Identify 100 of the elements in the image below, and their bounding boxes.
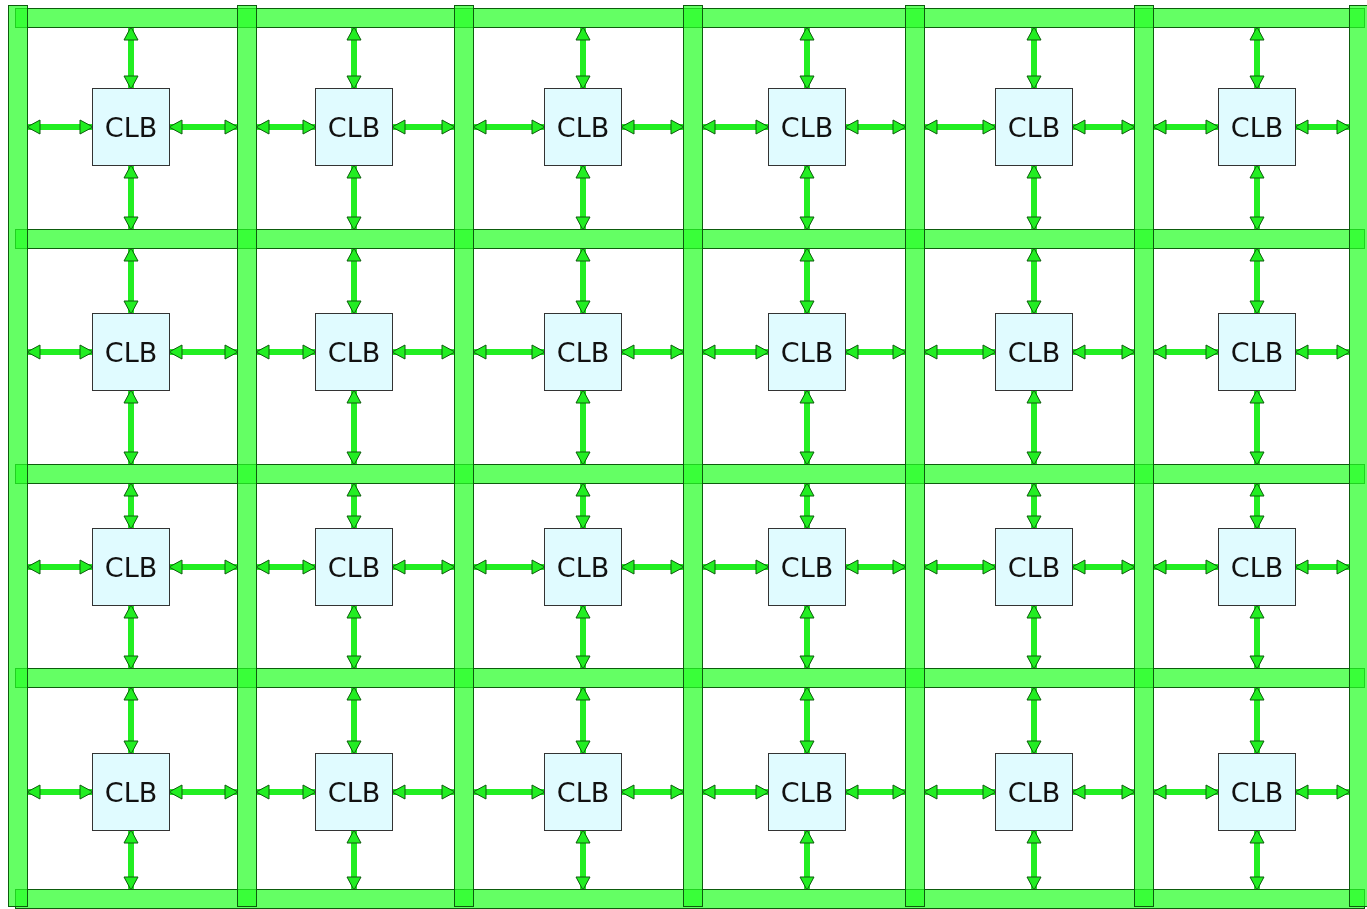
double-arrow [346, 829, 362, 891]
double-arrow [391, 119, 456, 135]
double-arrow [1026, 164, 1042, 231]
logic-block: CLB [995, 88, 1073, 166]
double-arrow [123, 686, 139, 755]
logic-block: CLB [315, 88, 393, 166]
double-arrow [123, 247, 139, 315]
logic-block: CLB [544, 313, 622, 391]
double-arrow [620, 559, 685, 575]
logic-block: CLB [315, 313, 393, 391]
logic-block: CLB [1218, 753, 1296, 831]
double-arrow [123, 389, 139, 466]
double-arrow [701, 559, 770, 575]
double-arrow [1026, 829, 1042, 891]
logic-block: CLB [995, 753, 1073, 831]
double-arrow [1152, 344, 1220, 360]
logic-block: CLB [544, 528, 622, 606]
routing-bar [1134, 5, 1154, 907]
double-arrow [575, 604, 591, 670]
double-arrow [1249, 389, 1265, 466]
double-arrow [620, 344, 685, 360]
double-arrow [346, 247, 362, 315]
logic-block: CLB [1218, 528, 1296, 606]
double-arrow [620, 119, 685, 135]
double-arrow [1249, 26, 1265, 90]
double-arrow [26, 784, 94, 800]
double-arrow [1026, 389, 1042, 466]
double-arrow [346, 389, 362, 466]
double-arrow [391, 344, 456, 360]
double-arrow [346, 604, 362, 670]
logic-block: CLB [544, 753, 622, 831]
double-arrow [472, 559, 546, 575]
double-arrow [575, 686, 591, 755]
double-arrow [799, 26, 815, 90]
double-arrow [1026, 482, 1042, 530]
double-arrow [1071, 784, 1136, 800]
double-arrow [923, 559, 997, 575]
double-arrow [472, 344, 546, 360]
double-arrow [1249, 686, 1265, 755]
double-arrow [26, 344, 94, 360]
double-arrow [26, 119, 94, 135]
double-arrow [799, 686, 815, 755]
double-arrow [1152, 119, 1220, 135]
double-arrow [1294, 784, 1351, 800]
double-arrow [123, 26, 139, 90]
double-arrow [168, 344, 239, 360]
double-arrow [844, 344, 907, 360]
logic-block: CLB [768, 528, 846, 606]
double-arrow [575, 26, 591, 90]
double-arrow [1249, 604, 1265, 670]
double-arrow [168, 784, 239, 800]
double-arrow [844, 559, 907, 575]
logic-block: CLB [768, 313, 846, 391]
double-arrow [1249, 164, 1265, 231]
double-arrow [799, 247, 815, 315]
logic-block: CLB [92, 753, 170, 831]
double-arrow [472, 784, 546, 800]
double-arrow [168, 559, 239, 575]
logic-block: CLB [92, 88, 170, 166]
double-arrow [1249, 247, 1265, 315]
double-arrow [255, 119, 317, 135]
double-arrow [844, 784, 907, 800]
double-arrow [1249, 829, 1265, 891]
double-arrow [26, 559, 94, 575]
double-arrow [1249, 482, 1265, 530]
double-arrow [844, 119, 907, 135]
double-arrow [701, 119, 770, 135]
double-arrow [346, 164, 362, 231]
double-arrow [799, 389, 815, 466]
routing-bar [1349, 5, 1367, 907]
double-arrow [799, 829, 815, 891]
double-arrow [472, 119, 546, 135]
double-arrow [255, 784, 317, 800]
routing-bar [8, 5, 28, 907]
double-arrow [799, 482, 815, 530]
double-arrow [1026, 26, 1042, 90]
double-arrow [255, 344, 317, 360]
double-arrow [391, 784, 456, 800]
double-arrow [923, 344, 997, 360]
double-arrow [346, 482, 362, 530]
double-arrow [799, 164, 815, 231]
double-arrow [123, 829, 139, 891]
double-arrow [1152, 784, 1220, 800]
logic-block: CLB [995, 313, 1073, 391]
double-arrow [701, 344, 770, 360]
routing-bar [454, 5, 474, 907]
double-arrow [1294, 344, 1351, 360]
logic-block: CLB [768, 88, 846, 166]
double-arrow [1071, 559, 1136, 575]
routing-bar [905, 5, 925, 907]
double-arrow [1026, 604, 1042, 670]
logic-block: CLB [92, 528, 170, 606]
double-arrow [1294, 119, 1351, 135]
double-arrow [1294, 559, 1351, 575]
logic-block: CLB [544, 88, 622, 166]
double-arrow [701, 784, 770, 800]
double-arrow [123, 164, 139, 231]
double-arrow [799, 604, 815, 670]
logic-block: CLB [315, 753, 393, 831]
double-arrow [168, 119, 239, 135]
